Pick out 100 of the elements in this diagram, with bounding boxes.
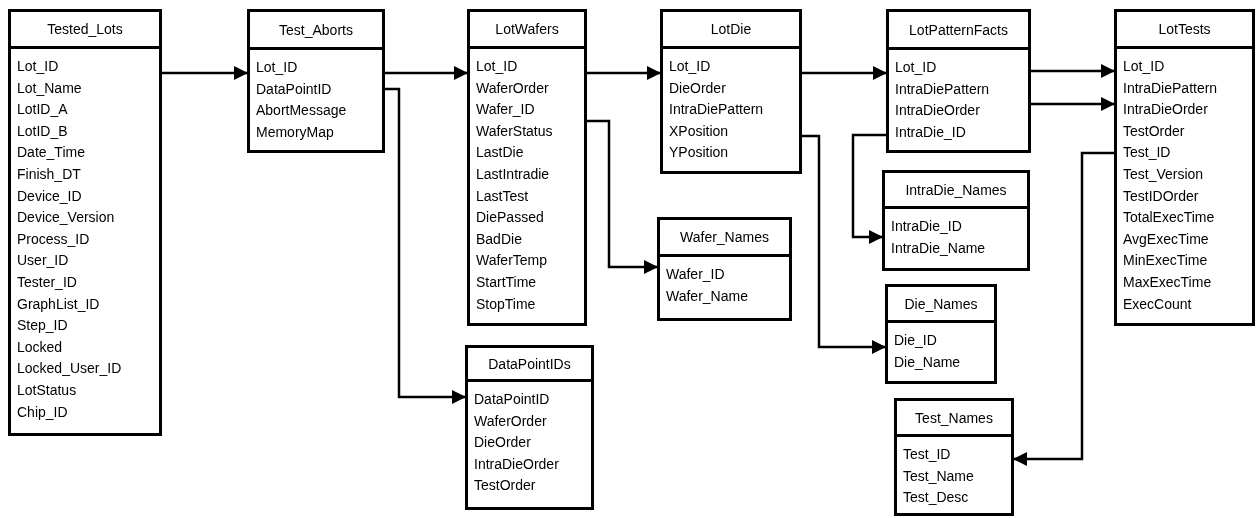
field-name: ExecCount: [1123, 294, 1192, 314]
field-name: TotalExecTime: [1123, 208, 1215, 228]
field-name: WaferTemp: [476, 251, 548, 271]
field-name: Lot_ID: [256, 58, 298, 77]
field-name: MaxExecTime: [1123, 272, 1212, 292]
field-name: Lot_ID: [1123, 57, 1165, 76]
field-name: Wafer_ID: [476, 100, 535, 120]
table-box: [882, 170, 1030, 271]
table-title: LotPatternFacts: [909, 20, 1008, 39]
table-box: [886, 9, 1031, 153]
field-name: MemoryMap: [256, 122, 334, 142]
table-title: Test_Aborts: [279, 20, 353, 39]
arrow: [802, 134, 886, 354]
field-name: AbortMessage: [256, 101, 347, 121]
field-name: Wafer_ID: [666, 265, 725, 284]
field-name: AvgExecTime: [1123, 229, 1209, 249]
table-box: [467, 9, 587, 326]
field-name: Locked: [17, 337, 63, 357]
field-name: Locked_User_ID: [17, 359, 122, 379]
field-name: DataPointID: [474, 390, 550, 409]
field-name: DiePassed: [476, 208, 544, 228]
field-name: YPosition: [669, 143, 729, 163]
arrow: [802, 66, 887, 80]
arrow: [1031, 97, 1115, 111]
arrow: [385, 87, 466, 404]
field-name: DataPointID: [256, 79, 332, 99]
table-title: Wafer_Names: [680, 228, 769, 246]
field-name: DieOrder: [474, 433, 531, 453]
field-name: Die_Name: [894, 352, 961, 372]
field-name: Test_ID: [1123, 143, 1171, 163]
field-name: LotStatus: [17, 380, 77, 400]
field-name: IntraDiePattern: [895, 79, 990, 99]
table-title: LotDie: [710, 20, 752, 38]
field-name: Lot_ID: [669, 57, 711, 76]
field-name: Die_ID: [894, 331, 937, 350]
field-name: DieOrder: [669, 78, 726, 98]
field-name: Lot_ID: [17, 57, 59, 76]
arrow: [851, 133, 886, 244]
table-title: Tested_Lots: [47, 20, 123, 38]
field-name: Device_ID: [17, 186, 82, 206]
table-box: [8, 9, 162, 436]
arrow: [1013, 151, 1114, 466]
field-name: WaferStatus: [476, 121, 553, 141]
field-name: XPosition: [669, 121, 729, 141]
field-name: Lot_ID: [895, 58, 937, 77]
arrow: [587, 119, 658, 274]
arrow: [162, 66, 248, 80]
field-name: Lot_Name: [17, 78, 82, 98]
field-name: LastDie: [476, 143, 524, 163]
field-name: GraphList_ID: [17, 294, 100, 314]
field-name: TestIDOrder: [1123, 186, 1199, 206]
field-name: Chip_ID: [17, 402, 68, 422]
field-name: Finish_DT: [17, 164, 81, 184]
field-name: Test_Version: [1123, 164, 1204, 184]
field-name: Tester_ID: [17, 272, 77, 292]
field-name: Step_ID: [17, 316, 68, 336]
table-box: [885, 284, 997, 384]
field-name: TestOrder: [1123, 121, 1185, 141]
field-name: Test_Desc: [903, 488, 969, 508]
table-title: Test_Names: [915, 408, 993, 427]
field-name: IntraDie_Name: [891, 238, 986, 258]
field-name: LotID_A: [17, 100, 68, 120]
field-name: WaferOrder: [474, 411, 547, 431]
field-name: Date_Time: [17, 143, 85, 163]
arrow: [385, 66, 468, 80]
table-title: LotWafers: [495, 20, 559, 38]
table-box: [1114, 9, 1255, 326]
table-title: IntraDie_Names: [905, 180, 1007, 199]
table-box: [657, 217, 792, 321]
field-name: IntraDiePattern: [1123, 78, 1218, 98]
field-name: IntraDieOrder: [1123, 100, 1208, 120]
field-name: MinExecTime: [1123, 251, 1208, 271]
field-name: IntraDieOrder: [474, 454, 559, 474]
field-name: StopTime: [476, 294, 536, 314]
field-name: IntraDiePattern: [669, 100, 764, 120]
field-name: TestOrder: [474, 476, 536, 496]
field-name: LotID_B: [17, 121, 68, 141]
arrow: [587, 66, 661, 80]
table-title: Die_Names: [904, 294, 978, 313]
field-name: IntraDieOrder: [895, 101, 980, 121]
table-box: [247, 9, 385, 153]
table-box: [465, 345, 594, 510]
field-name: LastTest: [476, 186, 529, 206]
field-name: Lot_ID: [476, 57, 518, 76]
table-box: [660, 9, 802, 174]
field-name: LastIntradie: [476, 164, 550, 184]
field-name: Device_Version: [17, 208, 115, 228]
field-name: Test_ID: [903, 445, 951, 464]
arrow: [1031, 64, 1115, 78]
field-name: Process_ID: [17, 229, 90, 249]
table-title: DataPointIDs: [488, 354, 571, 373]
field-name: WaferOrder: [476, 78, 549, 98]
field-name: Test_Name: [903, 466, 974, 486]
field-name: StartTime: [476, 272, 537, 292]
field-name: Wafer_Name: [666, 286, 748, 306]
field-name: IntraDie_ID: [891, 217, 962, 236]
field-name: BadDie: [476, 229, 522, 249]
table-title: LotTests: [1158, 20, 1211, 38]
field-name: User_ID: [17, 251, 69, 271]
field-name: IntraDie_ID: [895, 122, 966, 142]
